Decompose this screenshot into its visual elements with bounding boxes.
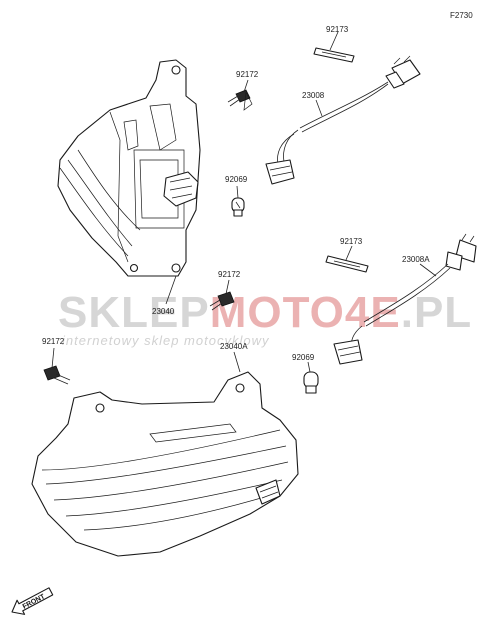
watermark: SKLEPMOTO4E.PL internetowy sklep motocyk… [58, 288, 472, 348]
leader-lines [51, 31, 437, 373]
part-label-92173-lower: 92173 [340, 237, 363, 246]
part-label-92172-left: 92172 [42, 337, 65, 346]
part-labels: 92173 92172 23008 92069 92173 23008A 921… [42, 25, 430, 362]
wire-harness-23008 [265, 55, 421, 185]
part-label-92069-lower: 92069 [292, 353, 315, 362]
part-label-23008: 23008 [302, 91, 325, 100]
part-label-92069-upper: 92069 [225, 175, 248, 184]
bulb-92069-upper [231, 197, 245, 217]
tail-light-housing-23040 [57, 59, 201, 277]
screw-92172-left [43, 365, 71, 385]
watermark-brand-sklep: SKLEP [58, 288, 210, 337]
front-direction-arrow: FRONT [11, 587, 54, 615]
tail-light-lens-23040A [31, 371, 299, 557]
screw-92172-top [227, 89, 253, 111]
part-label-92173-upper: 92173 [326, 25, 349, 34]
wire-harness-23008A [333, 233, 477, 365]
part-label-23040: 23040 [152, 307, 175, 316]
part-label-23008A: 23008A [402, 255, 430, 264]
watermark-tagline: internetowy sklep motocyklowy [62, 333, 270, 348]
seal-92173-upper [313, 47, 355, 63]
watermark-brand-4e: 4E [345, 288, 401, 337]
svg-text:SKLEPMOTO4E.PL: SKLEPMOTO4E.PL [58, 288, 472, 337]
part-label-23040A: 23040A [220, 342, 248, 351]
part-label-92172-top: 92172 [236, 70, 259, 79]
bulb-92069-lower [303, 371, 319, 394]
figure-code: F2730 [450, 11, 473, 20]
part-label-92172-middle: 92172 [218, 270, 241, 279]
watermark-brand-pl: .PL [401, 288, 472, 337]
seal-92173-lower [325, 255, 369, 273]
